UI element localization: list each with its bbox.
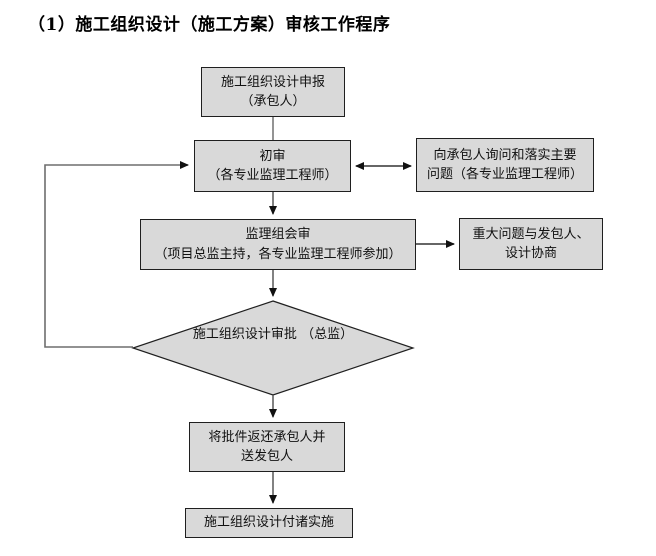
node-joint-review-line1: 监理组会审: [245, 227, 311, 242]
node-initial-review: 初审 （各专业监理工程师）: [194, 140, 351, 192]
node-declare: 施工组织设计申报 （承包人）: [201, 67, 345, 117]
feedback-loop-approval-to-initial-review: [44, 161, 189, 348]
node-major-issues-line1: 重大问题与发包人、: [472, 226, 590, 242]
node-approval-line1: 施工组织设计审批: [192, 327, 297, 342]
node-declare-line1: 施工组织设计申报: [220, 74, 325, 90]
node-joint-review: 监理组会审 （项目总监主持，各专业监理工程师参加）: [140, 219, 416, 270]
node-approval-line2: （总监）: [301, 327, 354, 342]
node-major-issues: 重大问题与发包人、 设计协商: [459, 218, 603, 270]
node-initial-review-line2: （各专业监理工程师）: [207, 168, 338, 183]
page-title: （1）施工组织设计（施工方案）审核工作程序: [28, 15, 391, 35]
node-return-docs-line2: 送发包人: [240, 449, 293, 464]
node-declare-line2: （承包人）: [240, 94, 306, 109]
node-return-docs-line1: 将批件返还承包人并: [208, 429, 326, 445]
node-implement-line1: 施工组织设计付诸实施: [203, 515, 334, 531]
node-joint-review-line2: （项目总监主持，各专业监理工程师参加）: [154, 246, 402, 262]
node-implement: 施工组织设计付诸实施: [185, 508, 353, 538]
node-inquiry: 向承包人询问和落实主要 问题（各专业监理工程师）: [416, 138, 594, 192]
node-return-docs: 将批件返还承包人并 送发包人: [189, 422, 345, 472]
node-approval: 施工组织设计审批 （总监）: [163, 325, 383, 345]
node-initial-review-line1: 初审: [259, 148, 286, 164]
node-inquiry-line2: 问题（各专业监理工程师）: [426, 167, 583, 182]
approval-diamond-shape: [131, 300, 415, 396]
node-inquiry-line1: 向承包人询问和落实主要: [433, 147, 577, 163]
node-major-issues-line2: 设计协商: [504, 246, 557, 261]
